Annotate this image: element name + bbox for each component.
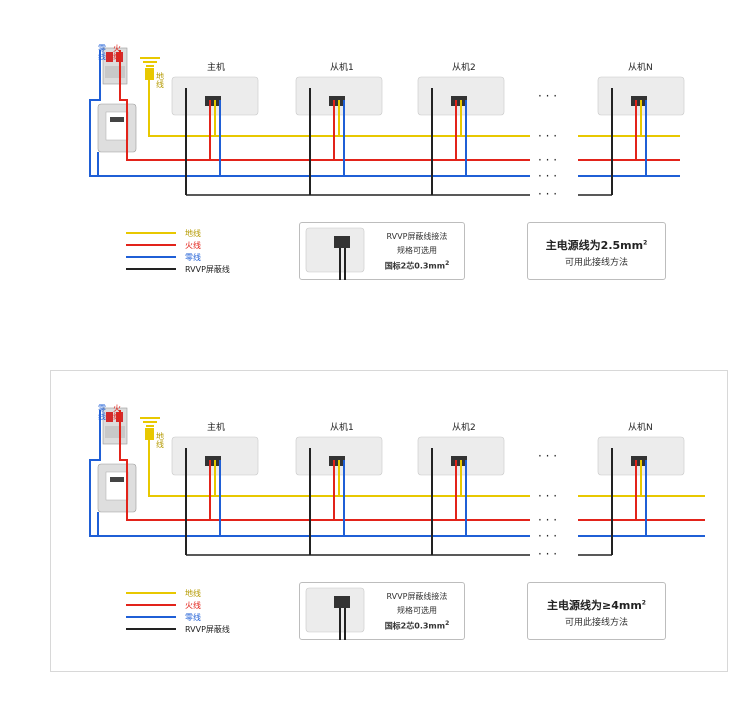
unit-label-slave-2: 从机2 [452, 61, 476, 73]
device-slave-2 [417, 436, 505, 555]
power-wires [89, 410, 705, 537]
legend-label: 火线 [185, 240, 201, 250]
ellipsis: · · · [538, 513, 557, 527]
panel-frame [50, 370, 728, 672]
legend-label: 零线 [185, 612, 201, 622]
wiring-diagram-svg: 零线 火线 地线 [89, 44, 685, 274]
rvvp-connector-image [305, 227, 365, 280]
legend: 地线 火线 零线 RVVP屏蔽线 [126, 228, 230, 274]
neutral-label: 零线 [98, 44, 107, 60]
ellipsis: · · · [538, 529, 557, 543]
live-label: 火线 [113, 44, 122, 60]
device-slave-1 [295, 76, 383, 195]
legend-label: 火线 [185, 600, 201, 610]
earth-symbol [140, 57, 160, 80]
unit-label-slave-1: 从机1 [330, 421, 354, 433]
meter-box [97, 463, 137, 513]
device-slave-1 [295, 436, 383, 555]
power-subtitle: 可用此接线方法 [564, 618, 628, 628]
unit-label-host: 主机 [207, 61, 225, 73]
device-host [171, 436, 259, 555]
device-slave-2 [417, 76, 505, 195]
power-title: 主电源线为2.5mm2 [545, 239, 648, 252]
legend-label: 地线 [185, 228, 201, 238]
rvvp-info-box: RVVP屏蔽线接法 规格可选用 国标2芯0.3mm2 [299, 582, 465, 640]
device-host [171, 76, 259, 195]
rvvp-connector-image [305, 587, 365, 640]
legend-label: RVVP屏蔽线 [185, 624, 230, 634]
unit-label-slave-n: 从机N [628, 61, 653, 73]
wiring-diagram-svg: 零线 火线 地线 [89, 404, 705, 634]
rvvp-spec: 国标2芯0.3mm2 [384, 260, 450, 271]
ellipsis: · · · [538, 153, 557, 167]
ellipsis: · · · [538, 489, 557, 503]
ellipsis: · · · [538, 547, 557, 561]
unit-label-slave-1: 从机1 [330, 61, 354, 73]
neutral-label: 零线 [98, 404, 107, 420]
legend: 地线 火线 零线 RVVP屏蔽线 [126, 588, 230, 634]
meter-box [97, 103, 137, 153]
power-subtitle: 可用此接线方法 [564, 258, 628, 268]
wiring-diagram-panel-1: 零线 火线 地线 [89, 44, 685, 280]
breaker-box [102, 47, 128, 85]
power-title: 主电源线为≥4mm2 [547, 599, 646, 612]
ellipsis: · · · [538, 89, 557, 103]
legend-label: RVVP屏蔽线 [185, 264, 230, 274]
wire-labels: 零线 火线 地线 [98, 404, 165, 448]
rvvp-line-2: 规格可选用 [397, 246, 437, 255]
unit-labels: 主机 从机1 从机2 从机N [207, 421, 653, 433]
device-slave-n [597, 76, 685, 195]
shield-wire [186, 488, 612, 560]
line-ellipses: · · · · · · · · · · · · · · · [538, 89, 557, 201]
power-wires [89, 50, 680, 177]
ellipsis: · · · [538, 129, 557, 143]
rvvp-line-1: RVVP屏蔽线接法 [386, 232, 448, 241]
unit-label-slave-2: 从机2 [452, 421, 476, 433]
wire-labels: 零线 火线 地线 [98, 44, 165, 88]
wiring-diagram-panel-2: 零线 火线 地线 [0, 360, 747, 713]
rvvp-spec: 国标2芯0.3mm2 [384, 620, 450, 631]
ellipsis: · · · [538, 169, 557, 183]
ellipsis: · · · [538, 449, 557, 463]
unit-label-host: 主机 [207, 421, 225, 433]
earth-label: 地线 [156, 71, 165, 88]
earth-label: 地线 [156, 431, 165, 448]
unit-labels: 主机 从机1 从机2 从机N [207, 61, 653, 73]
power-info-box: 主电源线为≥4mm2 可用此接线方法 [527, 582, 666, 640]
legend-label: 地线 [185, 588, 201, 598]
rvvp-info-box: RVVP屏蔽线接法 规格可选用 国标2芯0.3mm2 [299, 222, 465, 280]
live-label: 火线 [113, 404, 122, 420]
rvvp-line-1: RVVP屏蔽线接法 [386, 592, 448, 601]
line-ellipses: · · · · · · · · · · · · · · · [538, 449, 557, 561]
rvvp-line-2: 规格可选用 [397, 606, 437, 615]
device-slave-n [597, 436, 685, 555]
power-info-box: 主电源线为2.5mm2 可用此接线方法 [527, 222, 666, 280]
ellipsis: · · · [538, 187, 557, 201]
earth-symbol [140, 417, 160, 440]
unit-label-slave-n: 从机N [628, 421, 653, 433]
legend-label: 零线 [185, 252, 201, 262]
shield-wire [186, 128, 612, 200]
